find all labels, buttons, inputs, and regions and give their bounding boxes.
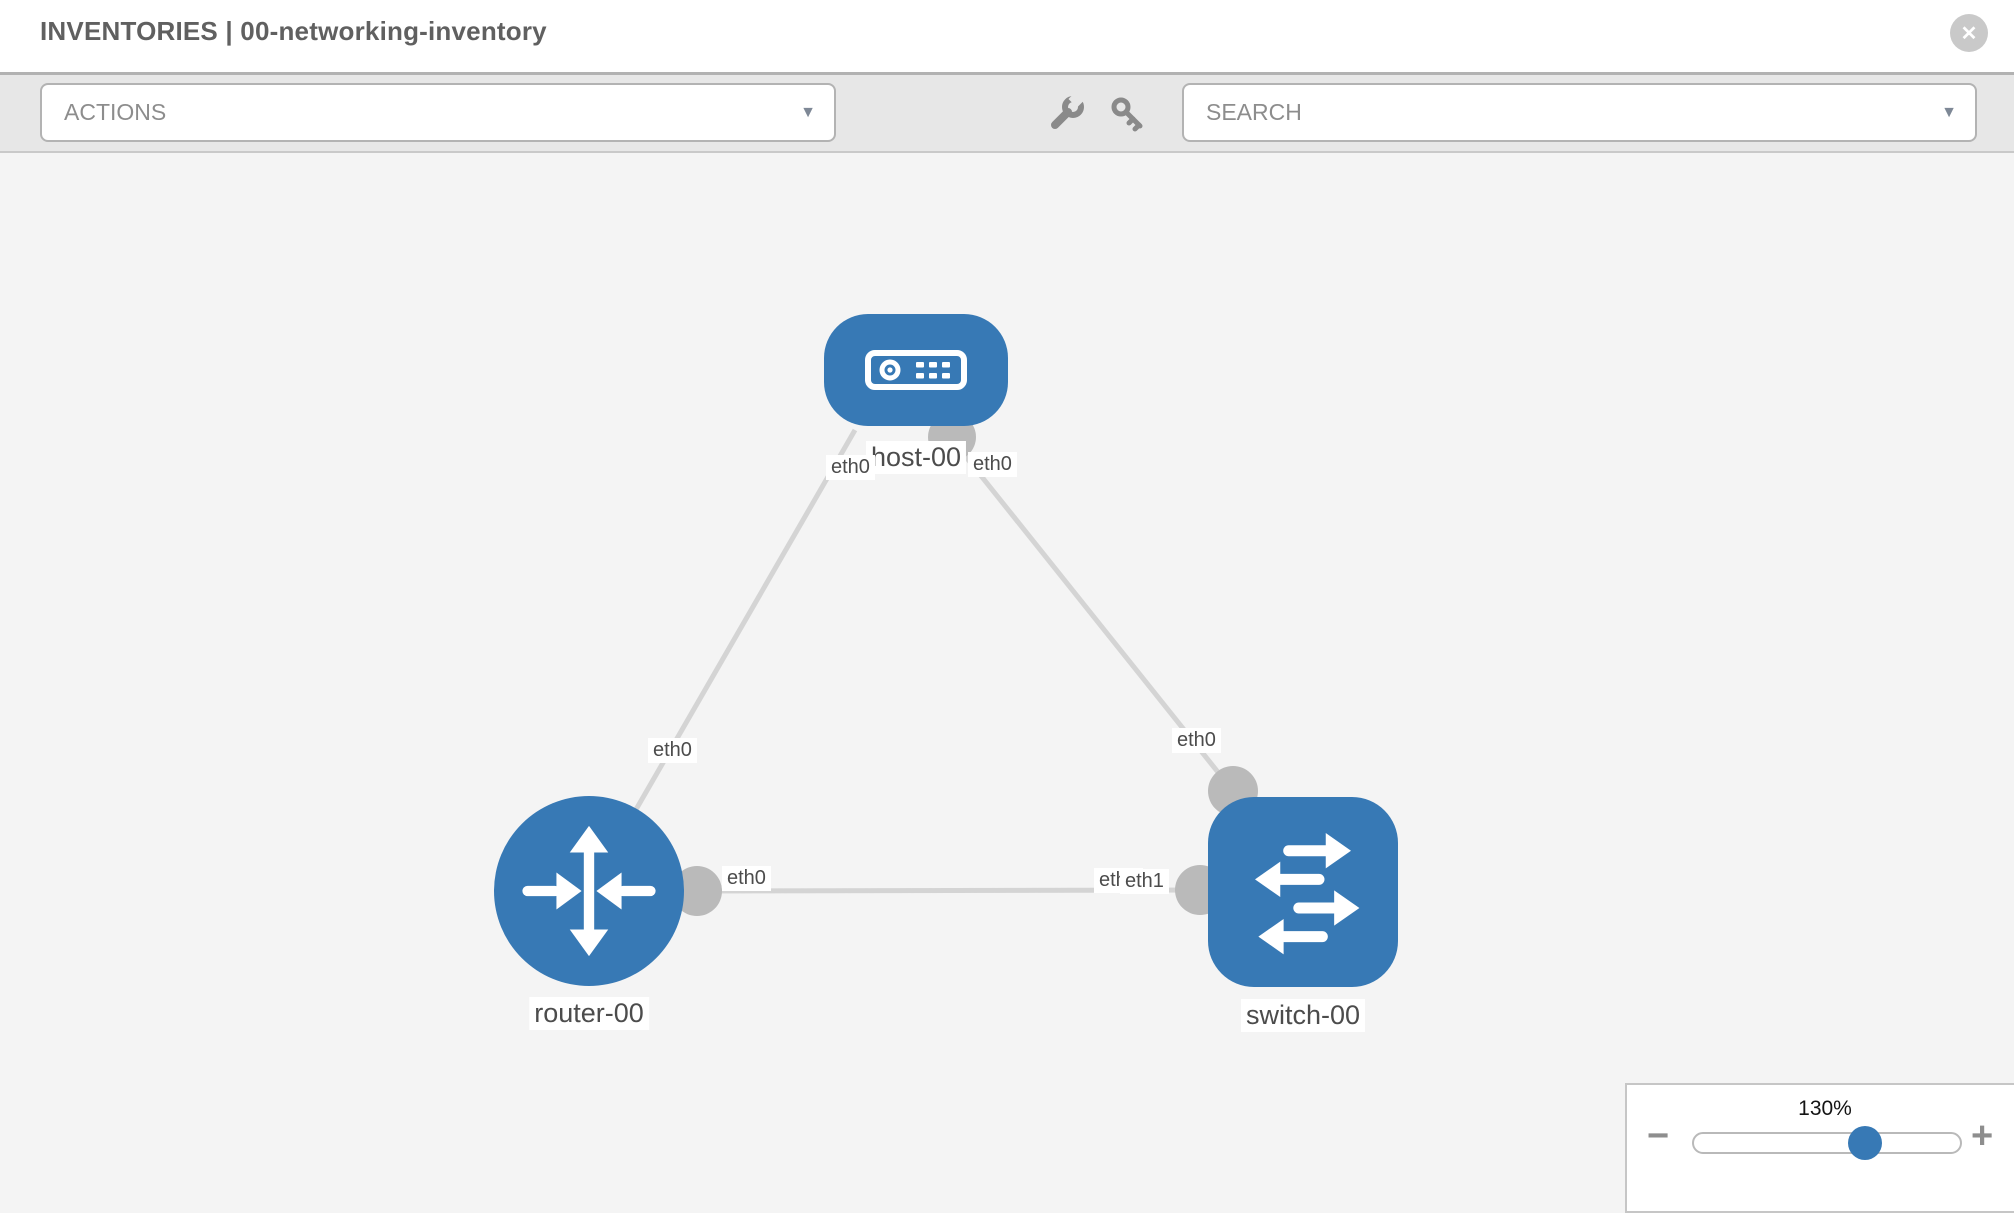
interface-connector-router bbox=[672, 866, 722, 916]
page-title: INVENTORIES | 00-networking-inventory bbox=[40, 16, 547, 46]
interface-label-host-eth0-left: eth0 bbox=[826, 455, 875, 480]
caret-down-icon: ▼ bbox=[800, 103, 816, 121]
interface-label-router-eth0-horizontal: eth0 bbox=[722, 866, 771, 891]
zoom-out-button[interactable]: − bbox=[1647, 1115, 1670, 1157]
node-router-00[interactable] bbox=[494, 796, 684, 986]
zoom-panel: 130% − + bbox=[1625, 1083, 2014, 1213]
node-label-router: router-00 bbox=[529, 997, 649, 1031]
router-icon bbox=[522, 825, 656, 957]
actions-dropdown[interactable]: ACTIONS ▼ bbox=[40, 83, 836, 142]
node-switch-00[interactable] bbox=[1208, 797, 1398, 987]
configure-button[interactable] bbox=[1046, 94, 1086, 134]
host-icon bbox=[865, 350, 967, 390]
credentials-button[interactable] bbox=[1108, 94, 1148, 134]
interface-label-host-eth0-right: eth0 bbox=[968, 452, 1017, 477]
caret-down-icon: ▼ bbox=[1941, 103, 1957, 121]
zoom-slider-track[interactable] bbox=[1692, 1132, 1962, 1154]
node-label-switch: switch-00 bbox=[1240, 999, 1366, 1033]
zoom-in-button[interactable]: + bbox=[1971, 1115, 1994, 1157]
header-bar: INVENTORIES | 00-networking-inventory ✕ bbox=[0, 0, 2014, 75]
search-dropdown-label: SEARCH bbox=[1206, 99, 1302, 125]
wrench-icon bbox=[1051, 95, 1085, 129]
close-button[interactable]: ✕ bbox=[1950, 14, 1988, 52]
zoom-slider-handle[interactable] bbox=[1848, 1126, 1882, 1160]
interface-label-switch-eth0-uplink: eth0 bbox=[1172, 728, 1221, 753]
zoom-level-value: 130% bbox=[1798, 1097, 1852, 1120]
close-icon: ✕ bbox=[1960, 22, 1978, 45]
toolbar: ACTIONS ▼ SEARCH ▼ bbox=[0, 75, 2014, 153]
node-label-host: host-00 bbox=[865, 441, 967, 475]
interface-label-switch-eth1: eth1 bbox=[1120, 869, 1169, 894]
key-icon bbox=[1111, 97, 1143, 132]
switch-icon bbox=[1255, 833, 1360, 955]
interface-label-router-eth0-uplink: eth0 bbox=[648, 738, 697, 763]
search-dropdown[interactable]: SEARCH ▼ bbox=[1182, 83, 1977, 142]
node-host-00[interactable] bbox=[824, 314, 1008, 426]
actions-dropdown-label: ACTIONS bbox=[64, 99, 167, 125]
